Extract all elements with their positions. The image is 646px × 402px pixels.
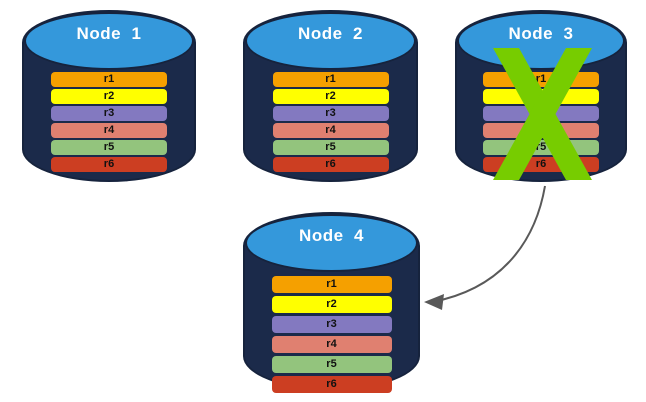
node-1-cylinder-top [24, 12, 194, 70]
node-3-record-r3: r3 [483, 106, 599, 121]
node-3-record-r1: r1 [483, 72, 599, 87]
node-1-record-r6: r6 [51, 157, 167, 172]
node-4-record-r6: r6 [271, 376, 392, 393]
node-3-record-r5: r5 [483, 140, 599, 155]
node-3-record-r4: r4 [483, 123, 599, 138]
node-3-record-list: r1 r2 r3 r4 r5 r6 [455, 72, 627, 174]
node-1-record-r4: r4 [51, 123, 167, 138]
node-4[interactable]: Node 4 r1 r2 r3 r4 r5 r6 [243, 212, 420, 393]
node-1-record-r5: r5 [51, 140, 167, 155]
node-3-record-r2: r2 [483, 89, 599, 104]
node-2-cylinder-top [245, 12, 416, 70]
node-3-label: Node 3 [508, 24, 574, 43]
node-2-record-r3: r3 [272, 106, 389, 121]
node-2[interactable]: Node 2 r1 r2 r3 r4 r5 r6 [243, 10, 418, 182]
node-1[interactable]: Node 1 r1 r2 r3 r4 r5 r6 [22, 10, 196, 182]
node-2-record-r2: r2 [272, 89, 389, 104]
node-4-record-r3: r3 [271, 316, 392, 333]
node-4-cylinder-top [245, 214, 418, 272]
node-2-record-list: r1 r2 r3 r4 r5 r6 [243, 72, 418, 174]
node-4-label: Node 4 [299, 226, 364, 245]
node-3[interactable]: Node 3 r1 r2 r3 r4 r5 r6 [455, 10, 627, 182]
node-4-record-r2: r2 [271, 296, 392, 313]
node-1-label: Node 1 [76, 24, 142, 43]
node-1-record-r3: r3 [51, 106, 167, 121]
node-2-record-r1: r1 [272, 72, 389, 87]
node-4-record-r5: r5 [271, 356, 392, 373]
node-2-record-r6: r6 [272, 157, 389, 172]
node-1-record-r1: r1 [51, 72, 167, 87]
node-1-record-r2: r2 [51, 89, 167, 104]
node-2-label: Node 2 [298, 24, 363, 43]
node-2-record-r4: r4 [272, 123, 389, 138]
node-2-record-r5: r5 [272, 140, 389, 155]
node-1-record-list: r1 r2 r3 r4 r5 r6 [22, 72, 196, 174]
node-3-record-r6: r6 [483, 157, 599, 172]
node-4-record-r1: r1 [271, 276, 392, 293]
node-4-record-r4: r4 [271, 336, 392, 353]
redistribution-arrow-icon [424, 185, 546, 310]
node-4-record-list: r1 r2 r3 r4 r5 r6 [243, 276, 420, 396]
